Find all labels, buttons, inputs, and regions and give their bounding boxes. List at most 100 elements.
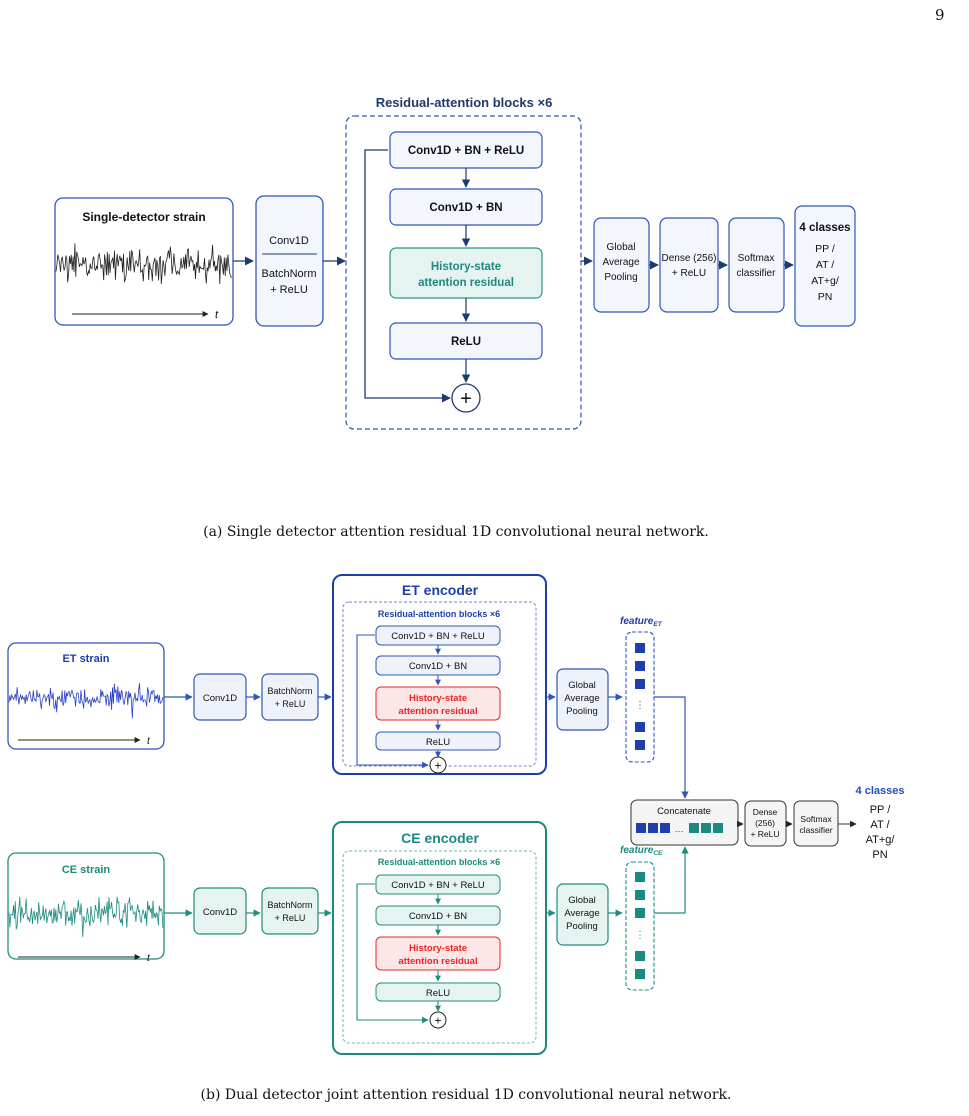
a-strain-waveform (55, 243, 232, 285)
ce-strain-title: CE strain (62, 864, 111, 876)
b-class-at: AT / (870, 819, 890, 831)
a-gap-line2: Average (602, 257, 640, 268)
et-strain-title: ET strain (62, 653, 109, 665)
a-class-pn: PN (818, 291, 833, 303)
figure-b: ET strain t Conv1D BatchNorm + ReLU ET e… (7, 574, 905, 1055)
et-add-symbol: + (434, 759, 441, 773)
ce-feature-label: featureCE (620, 845, 663, 857)
et-skip-connection (356, 634, 429, 769)
et-feature-cell (635, 679, 645, 689)
ce-strain-waveform (8, 896, 164, 938)
a-blocks-container (345, 115, 582, 430)
concat-cell-ce (701, 823, 711, 833)
ce-add-symbol: + (434, 1014, 441, 1028)
et-bn-box (261, 673, 319, 721)
a-stem-conv: Conv1D (269, 235, 309, 247)
a-class-pp: PP / (815, 243, 835, 255)
a-add-node (451, 383, 481, 413)
a-add-symbol: + (460, 388, 472, 410)
a-attention-line2: attention residual (418, 277, 514, 289)
ce-gap-line3: Pooling (566, 921, 598, 932)
et-relu-label: ReLU (426, 737, 450, 748)
et-blocks-title: Residual-attention blocks ×6 (378, 609, 500, 619)
ce-gap-line2: Average (564, 908, 599, 919)
ce-gap-box (556, 883, 609, 946)
et-feature-cell (635, 740, 645, 750)
et-bn-line2: + ReLU (275, 699, 306, 709)
figure-a: Single-detector strain t Conv1D BatchNor… (54, 95, 856, 430)
et-attn-line2: attention residual (398, 706, 477, 717)
a-gap-line1: Global (607, 242, 636, 253)
a-class-atg: AT+g/ (811, 275, 839, 287)
ce-feature-cell (635, 872, 645, 882)
ce-add-node (429, 1011, 447, 1029)
et-time-label: t (147, 736, 151, 747)
et-conv-label: Conv1D (203, 693, 237, 704)
a-attention-line1: History-state (431, 261, 501, 273)
b-classes-title: 4 classes (856, 785, 905, 797)
ce-feature-ellipsis: ⋮ (635, 930, 645, 941)
concat-ellipsis: … (675, 824, 684, 834)
et-feature-label: featureET (620, 616, 663, 628)
b-class-pp: PP / (870, 804, 892, 816)
et-add-node (429, 756, 447, 774)
a-class-at: AT / (816, 259, 834, 271)
concat-label: Concatenate (657, 806, 711, 817)
ce-time-label: t (147, 953, 151, 964)
ce-feature-vector (625, 861, 655, 991)
et-block2-label: Conv1D + BN (409, 661, 467, 672)
a-block-relu-label: ReLU (451, 336, 481, 348)
et-gap-line1: Global (568, 680, 595, 691)
et-gap-box (556, 668, 609, 731)
concat-cell-ce (689, 823, 699, 833)
a-gap-line3: Pooling (604, 272, 637, 283)
a-block-conv-bn-relu-label: Conv1D + BN + ReLU (408, 145, 524, 157)
et-arrow-feature-concat (654, 696, 689, 799)
a-classes-box (794, 205, 856, 327)
b-dense-line3: + ReLU (750, 829, 779, 839)
ce-bn-line1: BatchNorm (267, 900, 312, 910)
b-class-atg: AT+g/ (866, 834, 896, 846)
et-feature-ellipsis: ⋮ (635, 700, 645, 711)
ce-bn-line2: + ReLU (275, 913, 306, 923)
ce-arrow-feature-concat (654, 846, 689, 914)
caption-b: (b) Dual detector joint attention residu… (201, 1087, 732, 1103)
concat-cell-ce (713, 823, 723, 833)
a-stem-box (255, 195, 324, 327)
a-classes-title: 4 classes (799, 222, 850, 234)
a-skip-connection (364, 149, 451, 403)
et-feature-cell (635, 643, 645, 653)
et-feature-cell (635, 661, 645, 671)
ce-strain-box (7, 852, 165, 960)
et-block1-label: Conv1D + BN + ReLU (391, 631, 485, 642)
b-dense-line1: Dense (753, 807, 778, 817)
a-input-title: Single-detector strain (82, 210, 205, 224)
ce-bn-box (261, 887, 319, 935)
a-block-attention (389, 247, 543, 299)
a-stem-bn: BatchNorm (261, 268, 316, 280)
a-time-label: t (215, 309, 219, 321)
ce-blocks-container (342, 850, 537, 1044)
ce-feature-cell (635, 969, 645, 979)
et-attn-line1: History-state (409, 693, 467, 704)
a-softmax-line2: classifier (737, 268, 777, 279)
ce-feature-cell (635, 908, 645, 918)
ce-feature-cell (635, 890, 645, 900)
ce-feature-cell (635, 951, 645, 961)
page-number: 9 (935, 6, 945, 24)
b-softmax-line2: classifier (799, 825, 832, 835)
ce-skip-connection (356, 883, 429, 1024)
ce-conv-label: Conv1D (203, 907, 237, 918)
b-softmax-line1: Softmax (800, 814, 832, 824)
b-dense-line2: (256) (755, 818, 775, 828)
caption-a: (a) Single detector attention residual 1… (203, 524, 709, 540)
a-dense-box (659, 217, 719, 313)
a-dense-line2: + ReLU (672, 268, 706, 279)
concat-cell-et (636, 823, 646, 833)
concat-cell-et (660, 823, 670, 833)
et-bn-line1: BatchNorm (267, 686, 312, 696)
a-block-conv-bn-label: Conv1D + BN (429, 202, 502, 214)
ce-conv-box (193, 887, 247, 935)
concat-cell-et (648, 823, 658, 833)
